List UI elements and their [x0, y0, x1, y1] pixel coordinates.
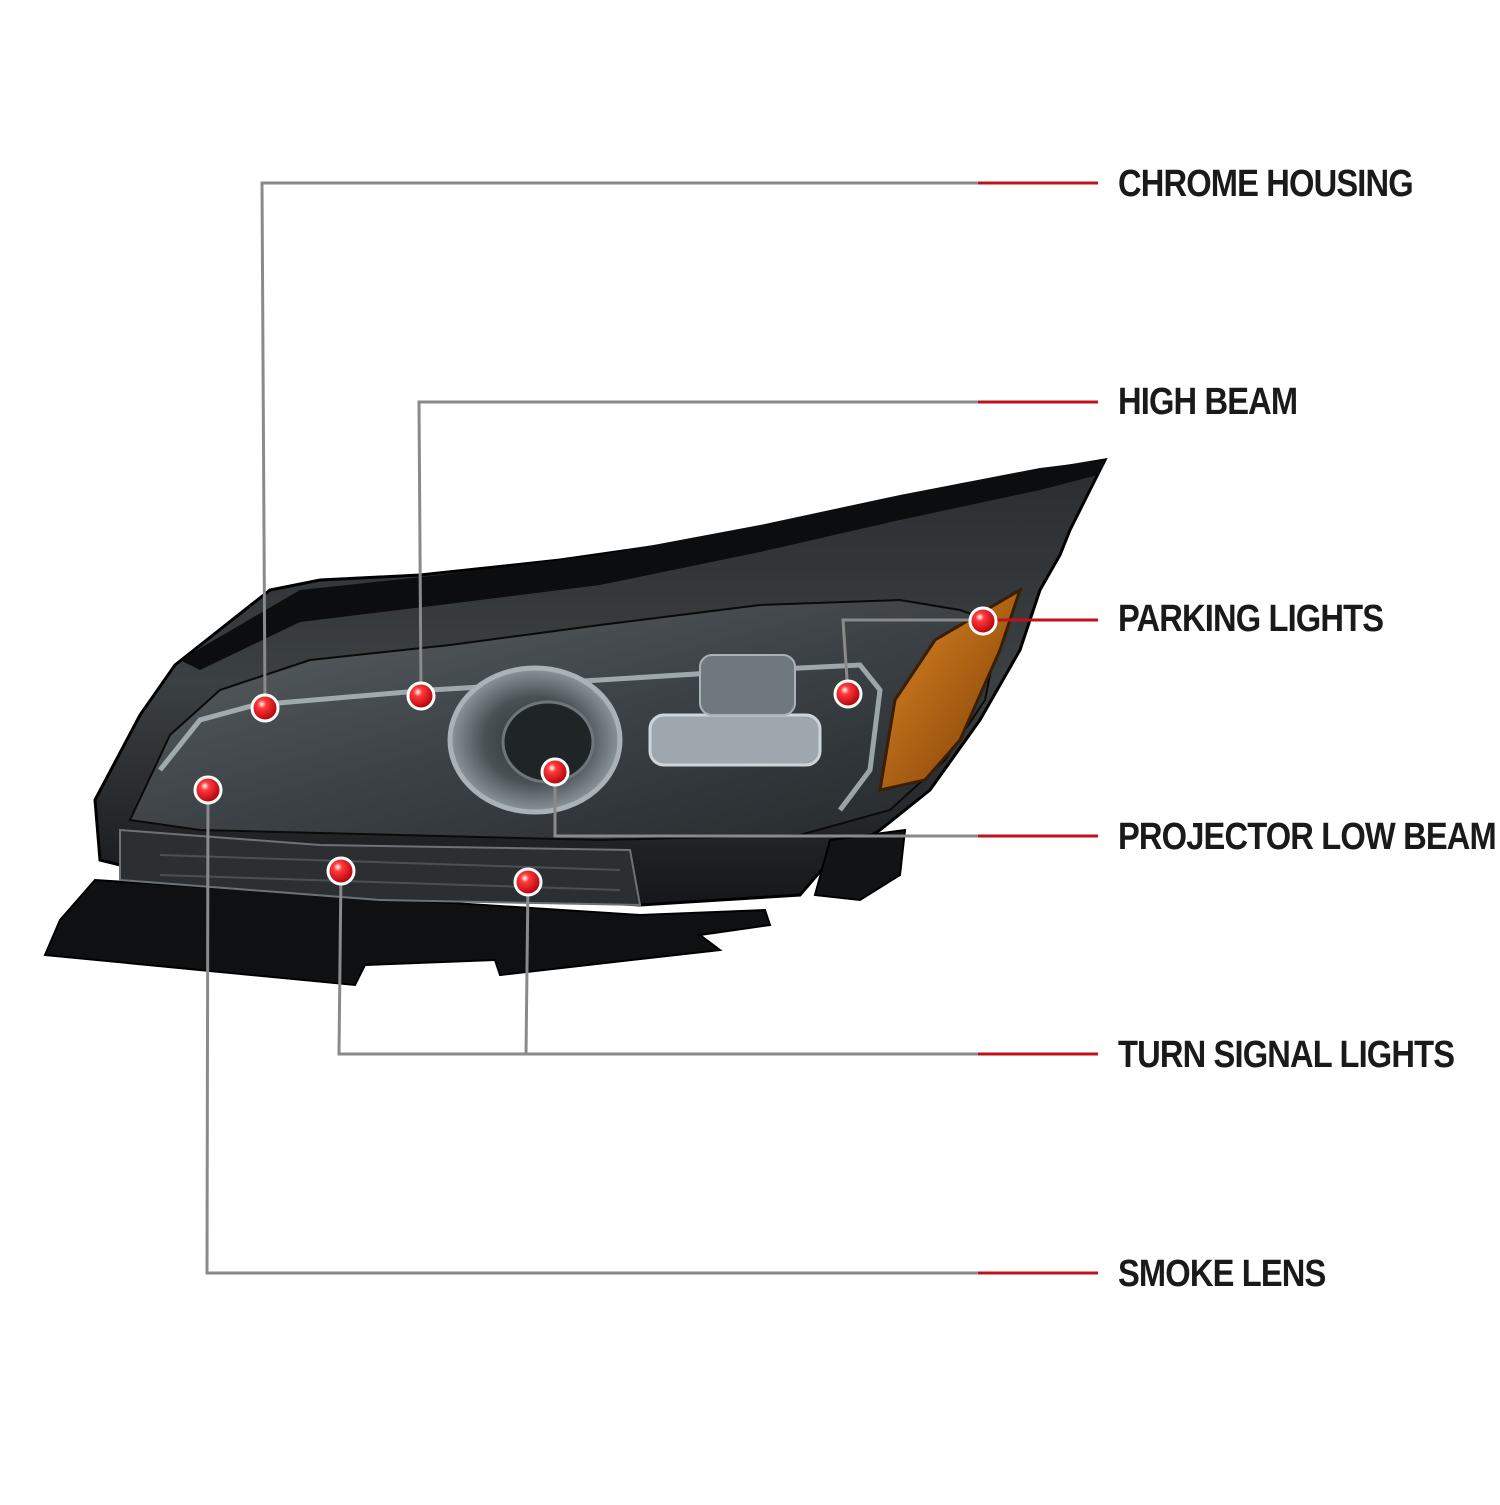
- leader-lines: [205, 181, 1098, 1275]
- mount-tab: [813, 828, 907, 902]
- marker-turn-signal-lights-2: [513, 867, 543, 897]
- chrome-trim: [158, 662, 883, 812]
- amber-marker: [878, 586, 1023, 792]
- marker-smoke-lens-1: [193, 775, 223, 805]
- leader-projector-low-beam: [553, 772, 1098, 838]
- callout-markers: [193, 606, 998, 897]
- leader-high-beam: [417, 400, 1098, 697]
- marker-projector-low-beam-1: [540, 757, 570, 787]
- marker-parking-lights-1: [833, 679, 863, 709]
- marker-high-beam-1: [406, 681, 436, 711]
- label-turn-signal-lights: TURN SIGNAL LIGHTS: [1118, 1034, 1455, 1076]
- turn-signal-ribs: [159, 854, 621, 891]
- high-beam-bulb: [648, 713, 822, 767]
- leader-smoke-lens: [205, 789, 1098, 1275]
- label-projector-low-beam: PROJECTOR LOW BEAM: [1118, 816, 1497, 858]
- marker-parking-lights-2: [968, 606, 998, 636]
- leader-chrome-housing: [260, 181, 1098, 709]
- top-bezel: [180, 460, 1105, 670]
- marker-chrome-housing-1: [250, 693, 280, 723]
- marker-turn-signal-lights-1: [326, 856, 356, 886]
- lower-trim: [43, 878, 772, 987]
- label-smoke-lens: SMOKE LENS: [1118, 1253, 1326, 1295]
- label-parking-lights: PARKING LIGHTS: [1118, 598, 1384, 640]
- label-chrome-housing: CHROME HOUSING: [1118, 163, 1414, 205]
- leader-turn-signal-lights: [337, 870, 1098, 1056]
- label-high-beam: HIGH BEAM: [1118, 381, 1298, 423]
- high-beam-cap: [699, 654, 796, 716]
- leader-branch-turn-signal-lights: [524, 881, 530, 1055]
